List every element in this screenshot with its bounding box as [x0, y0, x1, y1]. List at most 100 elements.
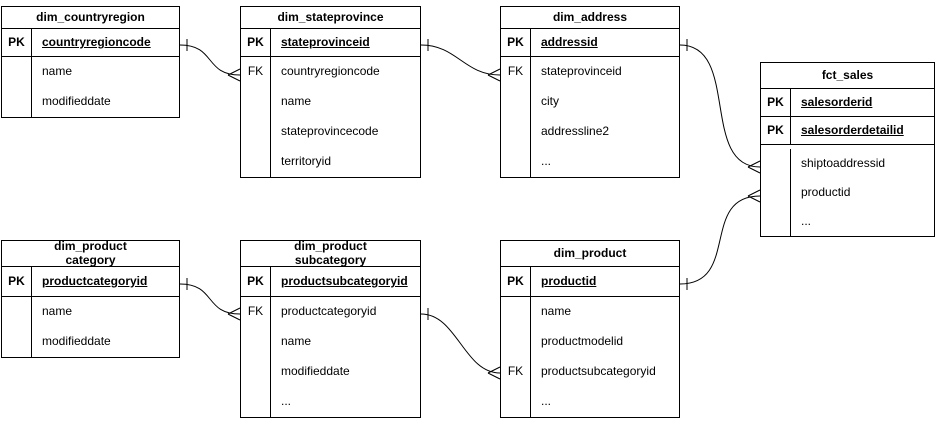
attribute-row: addressline2: [501, 117, 679, 147]
attribute-row: modifieddate: [2, 87, 179, 117]
attribute-row: FK productcategoryid: [241, 297, 420, 327]
primary-key-row: PK countryregioncode: [2, 29, 179, 57]
key-badge: [501, 117, 531, 147]
entity-dim-productsubcategory[interactable]: dim_product subcategory PK productsubcat…: [240, 240, 421, 418]
fk-badge: FK: [241, 297, 271, 327]
attribute-row: FK countryregioncode: [241, 57, 420, 87]
attribute-name: productid: [801, 184, 851, 199]
edge-line: [679, 195, 761, 285]
attribute-row: stateprovincecode: [241, 117, 420, 147]
primary-key-row: PK salesorderid: [761, 89, 934, 117]
attribute-name: name: [281, 94, 312, 109]
attribute-list: FK countryregioncode name stateprovincec…: [241, 57, 420, 177]
attribute-row: ...: [761, 207, 934, 236]
key-badge: [501, 87, 531, 117]
edge-productcategory-to-productsubcategory: [179, 278, 241, 321]
entity-title: dim_stateprovince: [241, 7, 420, 29]
edge-line: [420, 313, 501, 374]
attribute-name: productsubcategoryid: [541, 364, 656, 379]
pk-badge: PK: [241, 267, 271, 296]
primary-key-row: PK stateprovinceid: [241, 29, 420, 57]
pk-badge: PK: [761, 89, 791, 116]
pk-field-name: productcategoryid: [42, 273, 148, 288]
edge-productsubcategory-to-product: [420, 308, 501, 380]
attribute-name: ...: [541, 394, 552, 409]
attribute-row: modifieddate: [241, 357, 420, 387]
attribute-name: name: [42, 64, 73, 79]
attribute-name: name: [42, 304, 73, 319]
primary-key-row: PK productid: [501, 267, 679, 297]
attribute-list: FK productcategoryid name modifieddate .…: [241, 297, 420, 417]
attribute-name: territoryid: [281, 154, 332, 169]
entity-title: dim_product: [501, 241, 679, 267]
edge-line: [179, 44, 241, 76]
edge-product-to-fct-sales: [679, 189, 761, 290]
pk-badge: PK: [2, 267, 32, 296]
many-marker: [487, 366, 501, 380]
pk-field-name: productsubcategoryid: [281, 273, 408, 288]
pk-field-name: productid: [541, 273, 597, 288]
pk-field-name: addressid: [541, 34, 598, 49]
key-badge: [501, 387, 531, 417]
pk-field-name: salesorderdetailid: [801, 122, 904, 137]
attribute-name: productcategoryid: [281, 304, 377, 319]
key-badge: [241, 147, 271, 177]
key-badge: [501, 297, 531, 327]
edge-countryregion-to-stateprovince: [179, 39, 241, 82]
attribute-name: ...: [541, 154, 552, 169]
attribute-row: productid: [761, 178, 934, 207]
attribute-name: shiptoaddressid: [801, 155, 886, 170]
edge-line: [420, 44, 501, 76]
pk-badge: PK: [2, 29, 32, 56]
many-marker: [747, 189, 761, 203]
many-marker: [747, 160, 761, 174]
many-marker: [227, 307, 241, 321]
entity-dim-productcategory[interactable]: dim_product category PK productcategoryi…: [1, 240, 180, 358]
attribute-row: modifieddate: [2, 327, 179, 357]
entity-title: dim_countryregion: [2, 7, 179, 29]
many-marker: [227, 68, 241, 82]
key-badge: [241, 357, 271, 387]
edge-line: [679, 44, 761, 168]
attribute-list: name productmodelid FK productsubcategor…: [501, 297, 679, 417]
pk-badge: PK: [241, 29, 271, 56]
fk-badge: FK: [501, 57, 531, 87]
attribute-row: FK productsubcategoryid: [501, 357, 679, 387]
attribute-row: productmodelid: [501, 327, 679, 357]
key-badge: [241, 387, 271, 417]
pk-badge: PK: [761, 117, 791, 144]
entity-fct-sales[interactable]: fct_sales PK salesorderid PK salesorderd…: [760, 62, 935, 237]
attribute-name: productmodelid: [541, 334, 624, 349]
entity-dim-countryregion[interactable]: dim_countryregion PK countryregioncode n…: [1, 6, 180, 118]
entity-dim-address[interactable]: dim_address PK addressid FK stateprovinc…: [500, 6, 680, 178]
attribute-list: FK stateprovinceid city addressline2 ...: [501, 57, 679, 177]
entity-title: fct_sales: [761, 63, 934, 89]
pk-field-name: salesorderid: [801, 94, 873, 109]
key-badge: [761, 178, 791, 207]
edge-line: [179, 283, 241, 315]
key-badge: [761, 207, 791, 236]
key-badge: [501, 147, 531, 177]
attribute-name: city: [541, 94, 559, 109]
attribute-row: FK stateprovinceid: [501, 57, 679, 87]
entity-dim-product[interactable]: dim_product PK productid name productmod…: [500, 240, 680, 418]
primary-key-row: PK productsubcategoryid: [241, 267, 420, 297]
attribute-row: city: [501, 87, 679, 117]
pk-badge: PK: [501, 267, 531, 296]
edge-address-to-fct-sales: [679, 39, 761, 174]
entity-dim-stateprovince[interactable]: dim_stateprovince PK stateprovinceid FK …: [240, 6, 421, 178]
primary-key-row: PK addressid: [501, 29, 679, 57]
fk-badge: FK: [501, 357, 531, 387]
attribute-list: shiptoaddressid productid ...: [761, 145, 934, 236]
attribute-row: ...: [241, 387, 420, 417]
attribute-row: ...: [501, 387, 679, 417]
entity-title: dim_product subcategory: [241, 240, 420, 267]
attribute-name: name: [541, 304, 572, 319]
attribute-row: name: [2, 297, 179, 327]
pk-field-name: countryregioncode: [42, 34, 151, 49]
attribute-name: modifieddate: [42, 334, 111, 349]
key-badge: [2, 87, 32, 117]
attribute-row: name: [241, 327, 420, 357]
